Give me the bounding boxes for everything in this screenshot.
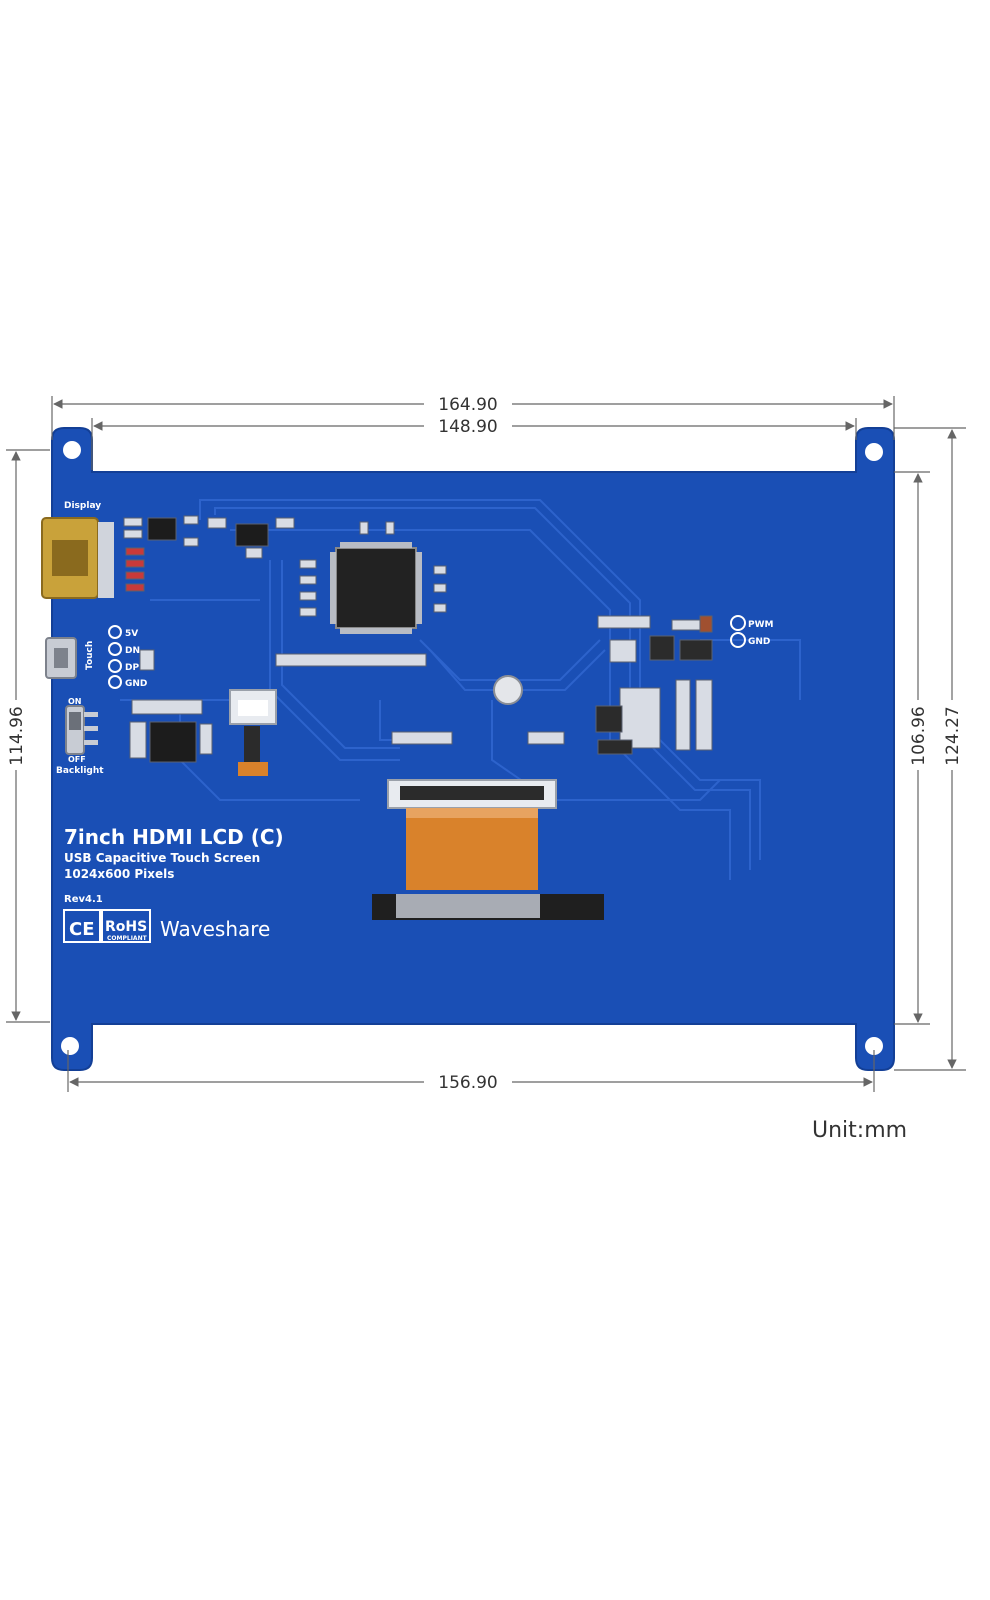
lcd-flex-stiffener — [372, 894, 604, 920]
pin-dn-label: DN — [125, 646, 140, 656]
main-controller-ic — [330, 542, 422, 634]
rohs-mark-text: RoHS — [105, 919, 147, 935]
mount-hole-bottom-left — [61, 1037, 79, 1055]
mount-hole-top-left — [63, 441, 81, 459]
pwm-test-pads — [730, 615, 746, 648]
board-revision: Rev4.1 — [64, 894, 103, 905]
pin-5v-label: 5V — [125, 629, 138, 639]
mount-hole-top-right — [865, 443, 883, 461]
switch-on-label: ON — [68, 697, 82, 706]
display-label: Display — [64, 501, 101, 511]
touch-fpc-connector[interactable] — [229, 689, 277, 776]
backlight-label: Backlight — [56, 766, 104, 776]
pwm-gnd-label: GND — [748, 637, 770, 647]
board-title: 7inch HDMI LCD (C) — [64, 825, 284, 849]
mount-hole-bottom-right — [865, 1037, 883, 1055]
usb-test-pads — [108, 625, 122, 689]
dim-board-height-inner: 106.96 — [909, 706, 929, 765]
pwm-label: PWM — [748, 620, 774, 630]
hdmi-connector[interactable] — [41, 517, 114, 599]
touch-label: Touch — [85, 641, 95, 670]
dimension-lines — [6, 396, 966, 1092]
pin-gnd-label: GND — [125, 679, 147, 689]
pcb-board — [51, 427, 895, 1071]
smd-components-left — [123, 515, 295, 671]
pcb-traces — [120, 499, 801, 880]
board-resolution: 1024x600 Pixels — [64, 867, 174, 881]
round-capacitor — [493, 675, 523, 705]
switch-off-label: OFF — [68, 755, 86, 764]
dim-overall-width: 164.90 — [438, 395, 497, 415]
dim-hole-spacing-top: 148.90 — [438, 417, 497, 437]
brand-name: Waveshare — [160, 917, 270, 941]
ic-cluster-lower-left — [129, 699, 213, 763]
dim-hole-spacing-bottom: 156.90 — [438, 1073, 497, 1093]
ce-mark: CE — [63, 909, 101, 943]
smd-components-center — [275, 521, 565, 745]
lcd-flex-cable — [406, 808, 538, 890]
rohs-compliant-text: COMPLIANT — [107, 935, 148, 942]
lcd-fpc-connector[interactable] — [387, 779, 557, 809]
micro-usb-connector[interactable] — [45, 637, 77, 679]
unit-label: Unit:mm — [812, 1118, 908, 1143]
dim-board-height-left: 114.96 — [7, 706, 27, 765]
power-components-right — [595, 615, 713, 755]
pin-dp-label: DP — [125, 663, 139, 673]
board-subtitle: USB Capacitive Touch Screen — [64, 851, 260, 865]
ce-mark-text: CE — [69, 919, 95, 940]
dim-overall-height: 124.27 — [943, 706, 963, 765]
rohs-mark: RoHS COMPLIANT — [101, 909, 151, 943]
backlight-switch[interactable] — [65, 705, 98, 755]
